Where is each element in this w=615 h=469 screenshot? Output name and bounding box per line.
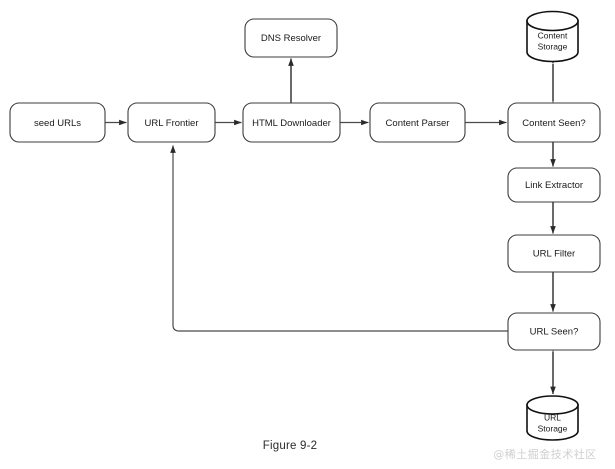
dns-resolver-label: DNS Resolver	[261, 33, 321, 44]
html-downloader-label: HTML Downloader	[252, 118, 331, 129]
node-link-extractor[interactable]: Link Extractor	[507, 167, 601, 203]
url-storage-cylinder-top	[526, 395, 579, 415]
link-extractor-box[interactable]	[507, 167, 601, 203]
content-storage-cylinder-top	[526, 10, 579, 32]
node-dns-resolver[interactable]: DNS Resolver	[244, 18, 338, 58]
node-content-parser[interactable]: Content Parser	[369, 102, 466, 143]
dns-resolver-box[interactable]	[244, 18, 338, 58]
watermark: @稀土掘金技术社区	[493, 448, 597, 461]
content-storage-cylinder-body[interactable]	[526, 20, 579, 63]
url-storage-cylinder-body[interactable]	[526, 404, 579, 441]
content-parser-box[interactable]	[369, 102, 466, 143]
edge-url-seen-to-url-frontier-feedback	[170, 145, 508, 332]
link-extractor-label: Link Extractor	[525, 180, 583, 191]
node-content-seen[interactable]: Content Seen?	[507, 102, 601, 143]
url-frontier-box[interactable]	[127, 102, 216, 143]
datastore-url-storage[interactable]: URL Storage	[526, 395, 579, 441]
datastore-layer: Content Storage URL Storage	[526, 10, 579, 441]
seed-urls-box[interactable]	[9, 102, 106, 143]
content-storage-label-line2: Storage	[538, 41, 568, 51]
url-seen-label: URL Seen?	[530, 327, 579, 338]
content-parser-label: Content Parser	[386, 118, 450, 129]
node-url-filter[interactable]: URL Filter	[507, 234, 601, 273]
content-storage-label-line1: Content	[538, 30, 568, 40]
node-html-downloader[interactable]: HTML Downloader	[242, 102, 341, 143]
url-frontier-label: URL Frontier	[144, 118, 198, 129]
html-downloader-box[interactable]	[242, 102, 341, 143]
node-url-frontier[interactable]: URL Frontier	[127, 102, 216, 143]
content-seen-label: Content Seen?	[522, 118, 585, 129]
datastore-content-storage[interactable]: Content Storage	[526, 10, 579, 63]
seed-urls-label: seed URLs	[34, 118, 81, 129]
edge-layer	[105, 56, 556, 395]
url-seen-box[interactable]	[507, 312, 601, 351]
url-filter-box[interactable]	[507, 234, 601, 273]
content-seen-box[interactable]	[507, 102, 601, 143]
url-storage-label-line2: Storage	[538, 423, 568, 433]
figure-caption: Figure 9-2	[262, 440, 318, 452]
url-filter-label: URL Filter	[533, 249, 575, 260]
url-storage-label-line1: URL	[544, 412, 561, 422]
node-url-seen[interactable]: URL Seen?	[507, 312, 601, 351]
node-seed-urls[interactable]: seed URLs	[9, 102, 106, 143]
node-layer: seed URLs URL Frontier HTML Downloader C…	[9, 18, 601, 351]
